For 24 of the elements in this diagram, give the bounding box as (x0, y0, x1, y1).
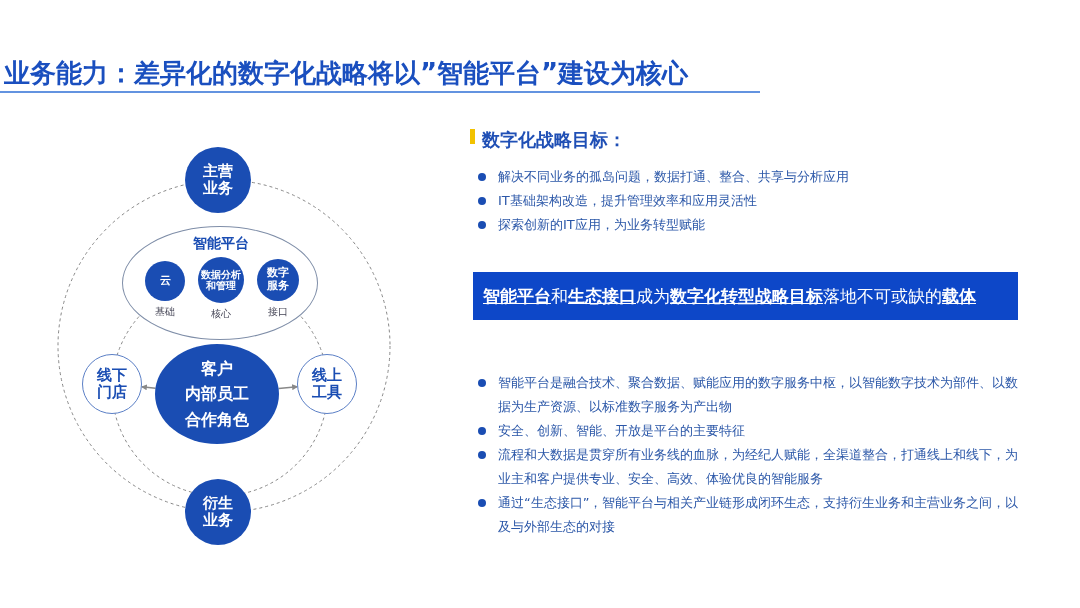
arrow (277, 384, 299, 391)
bullet-text: 通过“生态接口”，智能平台与相关产业链形成闭环生态，支持衍生业务和主营业务之间，以及与外部生态的对接 (498, 494, 1020, 536)
caption-text: 接口 (267, 305, 289, 319)
bullet-text: 安全、创新、智能、开放是平台的主要特征 (498, 422, 746, 440)
main-business-circle: 主营业务 (185, 147, 251, 213)
caption-text: 基础 (154, 305, 176, 319)
online-tool-circle: 线上工具 (297, 354, 357, 414)
data-analysis-circle: 数据分析和管理 (198, 257, 244, 303)
derivative-business-circle: 衍生业务 (185, 479, 251, 545)
digital-service-circle: 数字服务 (257, 259, 299, 301)
platform-heading: 智能平台 (192, 235, 250, 253)
cloud-circle: 云 (145, 261, 185, 301)
bullet-text: 探索创新的IT应用，为业务转型赋能 (498, 216, 706, 234)
offline-store-circle: 线下门店 (82, 354, 142, 414)
section-heading: 数字化战略目标： (482, 128, 626, 152)
user-roles-ellipse: 客户 内部员工 合作角色 (155, 344, 279, 444)
bullet-text: IT基础架构改造，提升管理效率和应用灵活性 (498, 192, 758, 210)
bullet-text: 智能平台是融合技术、聚合数据、赋能应用的数字服务中枢，以智能数字技术为部件、以数据为生产资源、以标准数字服务为产出物 (498, 374, 1019, 416)
highlight-banner: 智能平台和生态接口成为数字化转型战略目标落地不可或缺的载体 (473, 272, 1018, 320)
caption-text: 核心 (210, 307, 232, 321)
slide-title: 业务能力：差异化的数字化战略将以”智能平台”建设为核心 (4, 57, 689, 90)
bullet-text: 流程和大数据是贯穿所有业务线的血脉，为经纪人赋能，全渠道整合，打通线上和线下，为业主和客户提供专业、安全、高效、体验优良的智能服务 (498, 446, 1019, 488)
bullet-text: 解决不同业务的孤岛问题，数据打通、整合、共享与分析应用 (498, 168, 850, 186)
arrow (140, 384, 157, 391)
